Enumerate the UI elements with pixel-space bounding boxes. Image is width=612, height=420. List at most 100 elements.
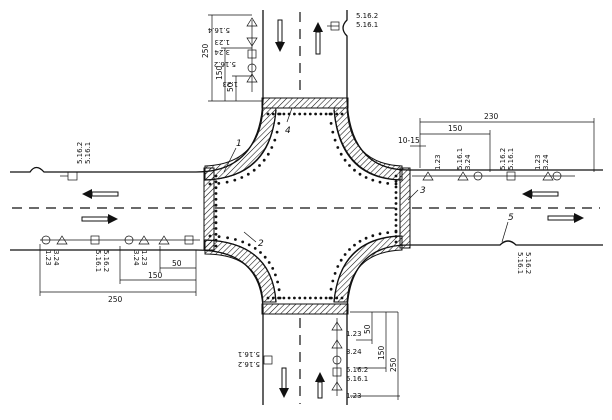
curb-dot (324, 112, 328, 116)
curb-dot (364, 176, 368, 179)
sign-label: 5.16.2 (76, 142, 84, 164)
curb-dot (214, 215, 218, 219)
dim-top-250: 250 (201, 43, 210, 58)
sign-post-bottom (331, 318, 343, 396)
curb-dot (394, 207, 398, 211)
sign-label: 5.16.1 (238, 350, 260, 358)
curb-dot (329, 122, 333, 125)
curb-dot (214, 174, 218, 178)
curb-dot (339, 258, 343, 262)
curb-dot (214, 209, 218, 213)
sign-label: 5.16.1 (507, 148, 515, 170)
curb-dot (276, 280, 279, 284)
curb-dot (293, 112, 296, 116)
sign-label: 5.16.1 (94, 250, 102, 272)
curb-dot (394, 182, 398, 186)
curb-dot (358, 239, 362, 243)
sign-label: 1.23 (346, 392, 362, 400)
curb-dot (214, 238, 218, 242)
curb-dot (263, 255, 267, 259)
sign-label: 1.23 (534, 154, 542, 170)
curb-dot (394, 196, 398, 200)
curb-dot (214, 192, 218, 195)
sign-label: 1.23 (434, 154, 442, 170)
curb-dot (217, 182, 221, 185)
curb-dot (277, 288, 281, 292)
sign-label: 5.16.1 (356, 21, 378, 29)
curb-dot (246, 172, 250, 176)
sign-label: 5.16.4 (207, 26, 230, 34)
curb-dot (333, 138, 337, 142)
marker-5: 5 (508, 213, 514, 223)
curb-dot (371, 234, 375, 238)
curb-dot (277, 122, 281, 125)
curb-dot (266, 112, 270, 116)
sign-label: 3.24 (346, 348, 362, 356)
curb-dot (394, 180, 398, 183)
curb-dot (275, 130, 279, 134)
marker-1: 1 (236, 139, 242, 149)
curb-dot (394, 213, 398, 216)
curb-dot (394, 185, 398, 189)
curb-dot (214, 180, 218, 184)
curb-dot (298, 296, 302, 300)
curb-dot (225, 180, 229, 184)
arrow-down-icon (279, 367, 289, 398)
sign-label: 1.23 (222, 80, 238, 88)
dim-bottom-50: 50 (363, 324, 372, 334)
curb-dot (394, 229, 398, 233)
dim-left-50: 50 (172, 259, 182, 268)
curb-dot (371, 178, 375, 182)
sign-label: 5.16.1 (84, 142, 92, 164)
dim-bottom-250: 250 (389, 357, 398, 372)
dim-right-10-15: 10-15 (398, 136, 420, 145)
curb-dot (394, 191, 398, 194)
sign-label: 5.16.2 (238, 360, 260, 368)
dim-right-150: 150 (448, 124, 463, 133)
curb-dot (262, 158, 266, 162)
curb-dot (386, 231, 390, 235)
curb-dot (226, 236, 230, 240)
sign-label: 5.16.2 (102, 250, 110, 272)
curb-dot (208, 182, 212, 186)
curb-dot (270, 146, 274, 149)
curb-dot (394, 202, 398, 205)
curb-dot (234, 238, 237, 241)
curb-dot (319, 112, 323, 116)
curb-dot (214, 221, 218, 225)
curb-dot (378, 232, 382, 236)
curb-dot (241, 240, 245, 244)
sign-label: 3.24 (132, 250, 140, 266)
curb-dot (358, 172, 362, 176)
curb-dot (247, 243, 251, 247)
curb-dots (208, 112, 398, 300)
dim-right-230: 230 (484, 112, 499, 121)
curb-dot (214, 197, 218, 201)
curb-dot (340, 296, 344, 300)
sign-label: 1.23 (214, 38, 230, 46)
curb-dot (217, 235, 221, 239)
curb-dot (293, 296, 296, 300)
curb-dot (394, 240, 398, 244)
curb-dot (331, 279, 335, 283)
arrow-right-icon (81, 214, 118, 224)
curb-dot (333, 272, 337, 275)
arrow-down-icon (275, 19, 285, 52)
curb-dot (364, 236, 368, 240)
curb-dot (394, 218, 398, 222)
dim-top-150: 150 (215, 65, 224, 80)
sign-label: 5.16.1 (346, 375, 368, 383)
curb-dot (394, 224, 398, 227)
curb-dot (233, 178, 237, 182)
curb-dot (339, 152, 343, 156)
dim-left-150: 150 (148, 271, 163, 280)
curb-dot (303, 112, 307, 116)
curb-dot (336, 265, 340, 268)
sign-post-right (412, 171, 575, 181)
curb-dot (298, 112, 302, 116)
corner-islands (203, 97, 411, 315)
sign-label: 3.24 (542, 154, 550, 170)
curb-dot (271, 296, 275, 300)
curb-dot (314, 296, 317, 300)
